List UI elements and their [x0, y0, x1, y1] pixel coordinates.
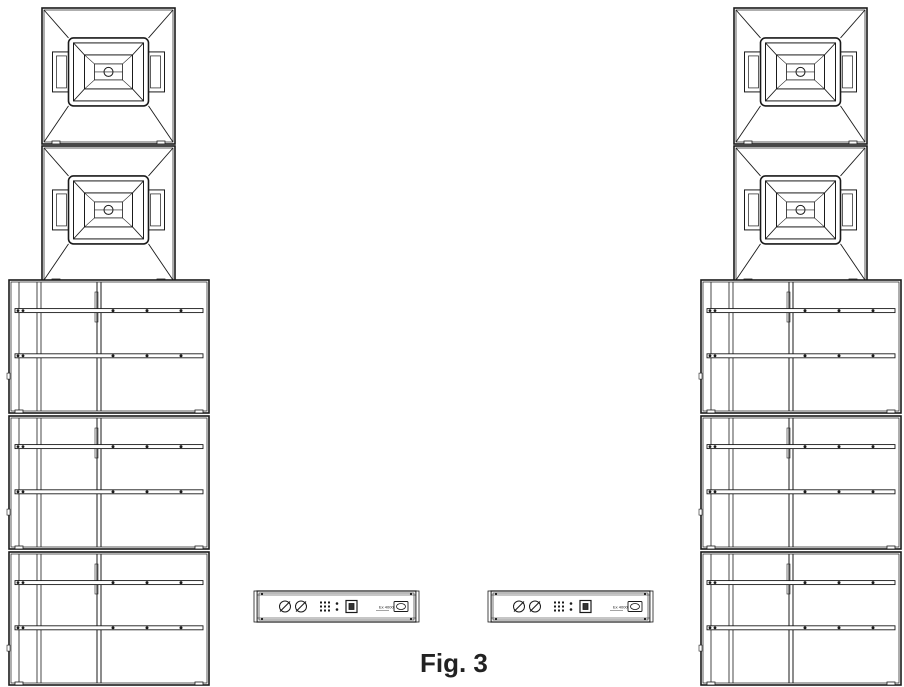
subwoofer-cabinet	[6, 415, 210, 550]
subwoofer-frame	[8, 279, 210, 414]
top-cabinet	[733, 145, 868, 283]
amplifier-model-label: Ex 4000	[613, 605, 628, 610]
subwoofer-cabinet	[698, 551, 902, 686]
handle-rail	[706, 489, 896, 495]
handle-rail	[706, 625, 896, 631]
amplifier-left: Ex 4000	[253, 590, 420, 623]
top-cabinet	[41, 145, 176, 283]
top-cabinet	[733, 7, 868, 145]
amplifier-chassis	[256, 590, 417, 623]
left-speaker-stack	[6, 7, 210, 686]
figure-caption: Fig. 3	[420, 648, 488, 678]
handle-rail	[14, 489, 204, 495]
subwoofer-cabinet	[698, 279, 902, 414]
amplifier-model-label: Ex 4000	[379, 605, 394, 610]
top-cabinet	[41, 7, 176, 145]
right-speaker-stack	[698, 7, 902, 686]
handle-rail	[14, 444, 204, 450]
subwoofer-frame	[8, 551, 210, 686]
handle-rail	[14, 625, 204, 631]
amplifier-right: Ex 4000	[487, 590, 654, 623]
subwoofer-frame	[700, 279, 902, 414]
subwoofer-cabinet	[6, 279, 210, 414]
handle-rail	[14, 353, 204, 359]
subwoofer-cabinet	[698, 415, 902, 550]
handle-rail	[14, 580, 204, 586]
subwoofer-frame	[8, 415, 210, 550]
subwoofer-frame	[700, 551, 902, 686]
handle-rail	[706, 308, 896, 314]
handle-rail	[14, 308, 204, 314]
handle-rail	[706, 580, 896, 586]
subwoofer-cabinet	[6, 551, 210, 686]
handle-rail	[706, 444, 896, 450]
subwoofer-frame	[700, 415, 902, 550]
handle-rail	[706, 353, 896, 359]
